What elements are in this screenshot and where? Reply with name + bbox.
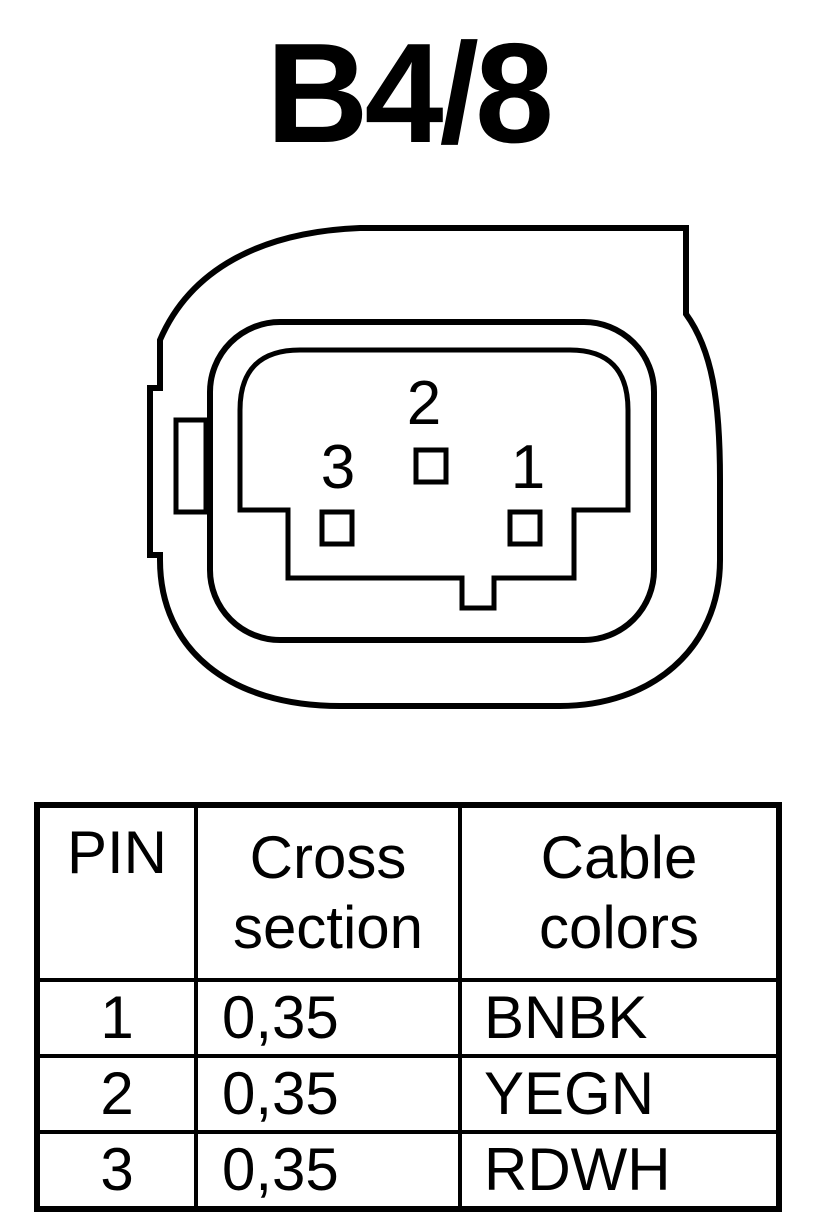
pin-label-2: 2	[407, 369, 441, 438]
pin-cell: 1	[35, 978, 198, 1058]
pin-label-1: 1	[511, 433, 545, 502]
header-cable-colors-line-1: Cable	[540, 824, 698, 891]
connector-latch	[173, 417, 209, 515]
pin-contact-1	[507, 509, 543, 547]
table-header-row: PIN Cross section Cable colors	[35, 803, 781, 982]
table-row: 2 0,35 YEGN	[35, 1054, 781, 1134]
pin-label-3: 3	[321, 433, 355, 502]
cross-section-cell: 0,35	[194, 978, 462, 1058]
pin-cell: 2	[35, 1054, 198, 1134]
cross-section-cell: 0,35	[194, 1054, 462, 1134]
connector-diagram: 2 3 1	[147, 225, 723, 709]
cable-color-cell: BNBK	[458, 978, 781, 1058]
header-cross-section: Cross section	[194, 803, 462, 982]
pin-cavity-outline	[237, 347, 631, 611]
header-cable-colors-line-2: colors	[538, 894, 700, 961]
header-pin: PIN	[35, 803, 198, 982]
pin-assignment-table: PIN Cross section Cable colors 1 0,35 BN…	[34, 802, 782, 1212]
cable-color-cell: YEGN	[458, 1054, 781, 1134]
connector-title: B4/8	[266, 14, 554, 173]
header-cross-section-line-1: Cross	[249, 824, 407, 891]
pin-contact-2	[413, 447, 449, 485]
header-pin-label: PIN	[66, 819, 168, 886]
header-cable-colors: Cable colors	[458, 803, 781, 982]
table-row: 1 0,35 BNBK	[35, 978, 781, 1058]
connector-housing-outline	[147, 225, 723, 709]
cable-color-cell: RDWH	[458, 1130, 781, 1211]
connector-inner-ring	[207, 319, 657, 643]
cross-section-cell: 0,35	[194, 1130, 462, 1211]
table-row: 3 0,35 RDWH	[35, 1130, 781, 1211]
header-cross-section-line-2: section	[232, 894, 424, 961]
pin-contact-3	[319, 509, 355, 547]
pin-cell: 3	[35, 1130, 198, 1211]
